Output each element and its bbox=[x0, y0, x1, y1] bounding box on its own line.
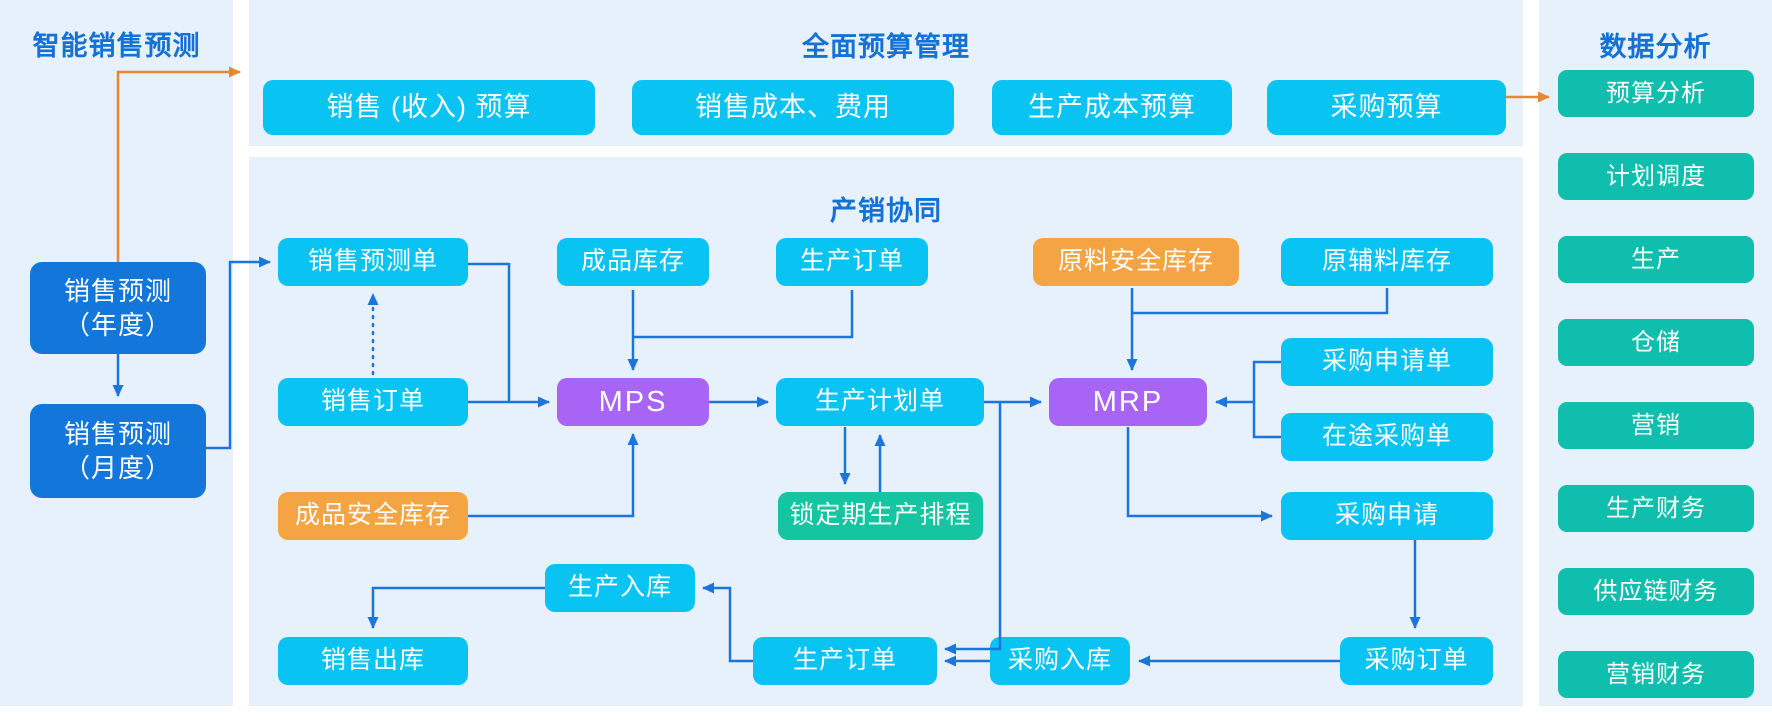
node-budget-analysis: 预算分析 bbox=[1558, 70, 1754, 117]
node-purchase-request: 采购申请 bbox=[1281, 492, 1493, 540]
node-production-receipt: 生产入库 bbox=[545, 564, 695, 612]
node-sales-forecast-annual: 销售预测 （年度） bbox=[30, 262, 206, 354]
sales-forecast-title: 智能销售预测 bbox=[32, 31, 201, 61]
node-label: 销售预测 bbox=[63, 419, 172, 449]
node-production-cost-budget: 生产成本预算 bbox=[992, 80, 1232, 135]
node-sales-forecast-monthly: 销售预测 （月度） bbox=[30, 404, 206, 498]
node-sales-cost-expense: 销售成本、费用 bbox=[632, 80, 954, 135]
node-finished-goods-inventory: 成品库存 bbox=[557, 238, 709, 286]
node-sales-order: 销售订单 bbox=[278, 378, 468, 426]
node-purchase-receipt: 采购入库 bbox=[990, 637, 1130, 685]
node-label: （年度） bbox=[63, 310, 172, 340]
budget-title: 全面预算管理 bbox=[802, 32, 970, 62]
node-purchase-request-order: 采购申请单 bbox=[1281, 338, 1493, 386]
node-production-order-top: 生产订单 bbox=[776, 238, 928, 286]
node-purchase-budget: 采购预算 bbox=[1267, 80, 1506, 135]
node-sales-revenue-budget: 销售 (收入) 预算 bbox=[263, 80, 595, 135]
node-label: （月度） bbox=[63, 453, 172, 483]
node-finished-goods-safety-stock: 成品安全库存 bbox=[278, 492, 468, 540]
node-raw-aux-material-inventory: 原辅料库存 bbox=[1281, 238, 1493, 286]
node-raw-material-safety-stock: 原料安全库存 bbox=[1033, 238, 1239, 286]
node-marketing-finance: 营销财务 bbox=[1558, 651, 1754, 698]
node-in-transit-purchase-order: 在途采购单 bbox=[1281, 413, 1493, 461]
node-warehousing: 仓储 bbox=[1558, 319, 1754, 366]
node-production: 生产 bbox=[1558, 236, 1754, 283]
data-analysis-title: 数据分析 bbox=[1599, 32, 1712, 62]
node-production-finance: 生产财务 bbox=[1558, 485, 1754, 532]
node-sales-forecast-order: 销售预测单 bbox=[278, 238, 468, 286]
node-mrp: MRP bbox=[1049, 378, 1207, 426]
node-label: 销售预测 bbox=[63, 276, 172, 306]
node-sales-delivery: 销售出库 bbox=[278, 637, 468, 685]
node-mps: MPS bbox=[557, 378, 709, 426]
node-marketing: 营销 bbox=[1558, 402, 1754, 449]
node-supply-chain-finance: 供应链财务 bbox=[1558, 568, 1754, 615]
production-sales-title: 产销协同 bbox=[830, 196, 942, 226]
node-production-plan-order: 生产计划单 bbox=[776, 378, 984, 426]
node-purchase-order: 采购订单 bbox=[1340, 637, 1493, 685]
node-locked-period-scheduling: 锁定期生产排程 bbox=[778, 492, 983, 540]
node-plan-scheduling: 计划调度 bbox=[1558, 153, 1754, 200]
node-production-order-bottom: 生产订单 bbox=[753, 637, 937, 685]
